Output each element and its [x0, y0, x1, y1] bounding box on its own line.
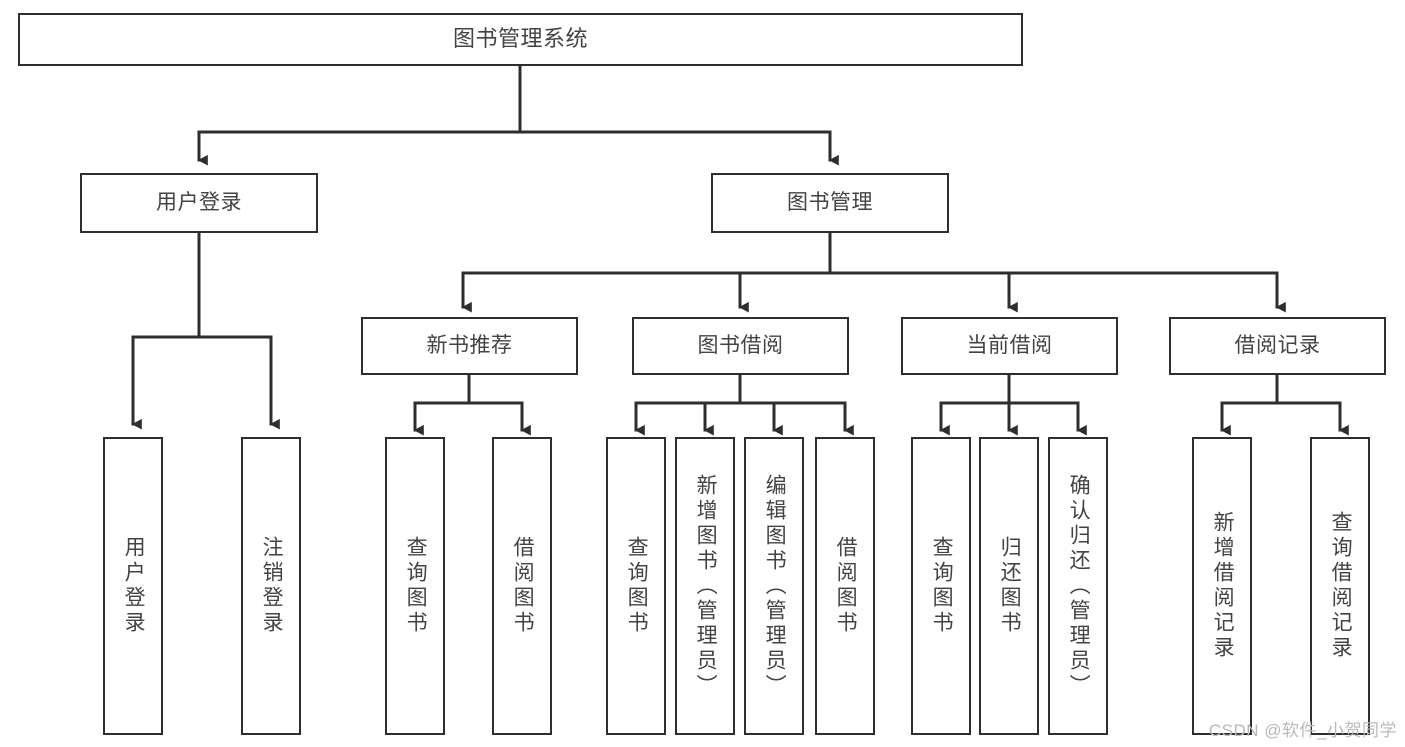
node-leaf-edit-book-label: 编辑图书（管理员）: [763, 473, 787, 699]
node-leaf-query-record-label: 查询借阅记录: [1329, 511, 1353, 661]
csdn-watermark: CSDN @软件_小贺同学: [1208, 721, 1397, 740]
node-book-manage-label: 图书管理: [787, 191, 873, 215]
node-current-borrow-label: 当前借阅: [966, 334, 1053, 358]
node-leaf-confirm-return[interactable]: 确认归还（管理员）: [1048, 437, 1108, 735]
node-leaf-query-book-1[interactable]: 查询图书: [385, 437, 445, 735]
node-root-label: 图书管理系统: [452, 26, 588, 52]
node-leaf-edit-book[interactable]: 编辑图书（管理员）: [744, 437, 804, 735]
node-root[interactable]: 图书管理系统: [18, 13, 1023, 66]
node-user-login[interactable]: 用户登录: [80, 173, 318, 233]
node-book-manage[interactable]: 图书管理: [711, 173, 949, 233]
node-user-login-label: 用户登录: [156, 191, 242, 215]
node-leaf-return-book[interactable]: 归还图书: [979, 437, 1039, 735]
node-leaf-add-book[interactable]: 新增图书（管理员）: [675, 437, 735, 735]
node-leaf-query-book-3[interactable]: 查询图书: [911, 437, 971, 735]
node-leaf-query-book-1-label: 查询图书: [404, 536, 428, 636]
node-new-book-rec[interactable]: 新书推荐: [361, 317, 578, 375]
node-leaf-borrow-book-1-label: 借阅图书: [511, 536, 535, 636]
node-leaf-query-book-2[interactable]: 查询图书: [606, 437, 666, 735]
node-leaf-borrow-book-2[interactable]: 借阅图书: [815, 437, 875, 735]
node-leaf-query-record[interactable]: 查询借阅记录: [1310, 437, 1370, 735]
node-leaf-user-login[interactable]: 用户登录: [103, 437, 163, 735]
node-borrow-record-label: 借阅记录: [1234, 334, 1321, 358]
node-leaf-add-record-label: 新增借阅记录: [1211, 511, 1235, 661]
node-leaf-query-book-2-label: 查询图书: [625, 536, 649, 636]
node-book-borrow-label: 图书借阅: [697, 334, 784, 358]
node-current-borrow[interactable]: 当前借阅: [901, 317, 1118, 375]
node-leaf-user-logout[interactable]: 注销登录: [241, 437, 301, 735]
node-leaf-confirm-return-label: 确认归还（管理员）: [1067, 473, 1091, 699]
node-leaf-user-logout-label: 注销登录: [260, 536, 284, 636]
node-new-book-rec-label: 新书推荐: [426, 334, 513, 358]
node-leaf-borrow-book-1[interactable]: 借阅图书: [492, 437, 552, 735]
node-leaf-add-record[interactable]: 新增借阅记录: [1192, 437, 1252, 735]
node-book-borrow[interactable]: 图书借阅: [632, 317, 849, 375]
node-leaf-return-book-label: 归还图书: [998, 536, 1022, 636]
node-leaf-user-login-label: 用户登录: [122, 536, 146, 636]
node-borrow-record[interactable]: 借阅记录: [1169, 317, 1386, 375]
node-leaf-add-book-label: 新增图书（管理员）: [694, 473, 718, 699]
node-leaf-query-book-3-label: 查询图书: [930, 536, 954, 636]
node-leaf-borrow-book-2-label: 借阅图书: [834, 536, 858, 636]
